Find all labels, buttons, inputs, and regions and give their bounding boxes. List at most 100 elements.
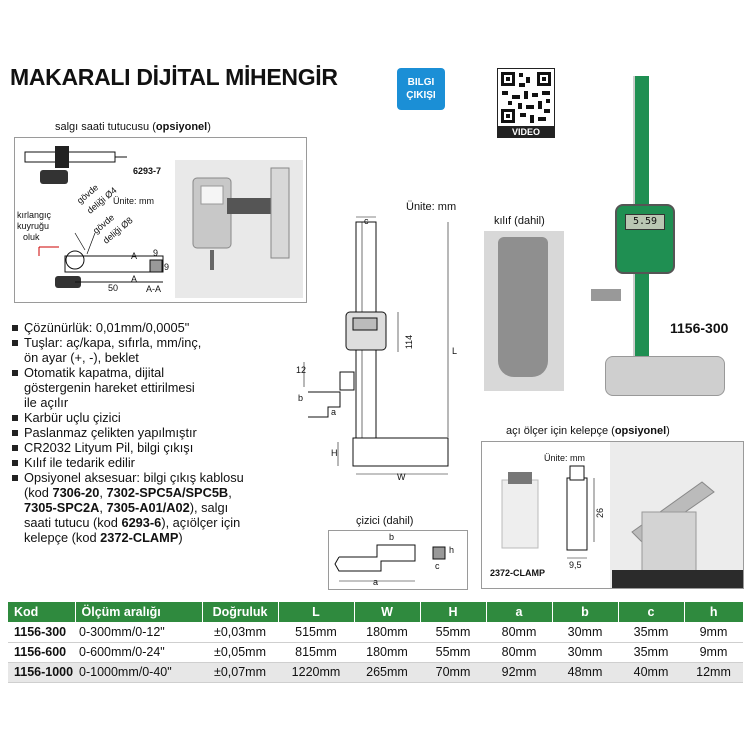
- table-row: 1156-1000 0-1000mm/0-40" ±0,07mm 1220mm …: [8, 662, 743, 683]
- feature-text: Kılıf ile tedarik edilir: [24, 455, 135, 470]
- table-cell: 35mm: [618, 622, 684, 643]
- caption-optional: opsiyonel: [155, 121, 208, 133]
- accessory-text: (kod: [24, 485, 53, 500]
- feature-text: Otomatik kapatma, dijital: [24, 365, 165, 380]
- gauge-display-unit: 5.59: [615, 204, 675, 274]
- caption-text: ): [207, 121, 211, 133]
- table-header-row: Kod Ölçüm aralığı Doğruluk L W H a b c h: [8, 602, 743, 622]
- table-cell: 180mm: [354, 642, 420, 663]
- data-output-badge: BILGI ÇIKIŞI: [397, 68, 445, 110]
- table-cell: 515mm: [278, 622, 354, 643]
- accessory-code: 7306-20: [52, 485, 100, 500]
- accessory-text: kelepçe (kod: [24, 530, 101, 545]
- scriber-dim-a: a: [373, 577, 379, 587]
- qr-code-icon[interactable]: [497, 68, 555, 128]
- accessory-line-3: 7305-SPC2A, 7305-A01/A02), salgı: [24, 500, 308, 515]
- model-number: 1156-300: [670, 320, 729, 336]
- table-row: 1156-600 0-600mm/0-24" ±0,05mm 815mm 180…: [8, 642, 743, 663]
- scriber-dim-h: h: [449, 545, 455, 555]
- col-header: a: [486, 602, 553, 622]
- table-row: 1156-300 0-300mm/0-12" ±0,03mm 515mm 180…: [8, 622, 743, 643]
- video-label: VIDEO: [497, 126, 555, 138]
- col-header: b: [552, 602, 619, 622]
- accessory-text: ), salgı: [189, 500, 229, 515]
- spec-table: Kod Ölçüm aralığı Doğruluk L W H a b c h…: [8, 602, 743, 683]
- feature-item: Karbür uçlu çizici: [10, 410, 308, 425]
- height-gauge-drawing: [303, 216, 449, 475]
- clamp-unit: Ünite: mm: [544, 453, 586, 463]
- feature-text: Çözünürlük: 0,01mm/0,0005": [24, 320, 190, 335]
- accessory-text: Opsiyonel aksesuar: bilgi çıkış kablosu: [24, 470, 244, 485]
- feature-item: Çözünürlük: 0,01mm/0,0005": [10, 320, 308, 335]
- table-cell: 180mm: [354, 622, 420, 643]
- col-header: Doğruluk: [202, 602, 279, 622]
- col-header: H: [420, 602, 487, 622]
- accessory-code: 7302-SPC5A/SPC5B: [106, 485, 229, 500]
- dim-a: a: [331, 407, 337, 417]
- accessory-code: 7305-A01/A02: [106, 500, 190, 515]
- dim-c: c: [364, 216, 369, 226]
- table-cell: 1156-1000: [8, 662, 75, 683]
- accessory-text: ,: [99, 485, 107, 500]
- section-a-bottom: A: [131, 274, 138, 284]
- table-cell: 35mm: [618, 642, 684, 663]
- dim-W: W: [397, 472, 406, 482]
- product-photo: 5.59: [585, 74, 745, 409]
- dim-9b: 9: [164, 262, 170, 272]
- feature-text: Karbür uçlu çizici: [24, 410, 121, 425]
- gauge-base: [605, 356, 725, 396]
- caption-text: salgı saati tutucusu (: [55, 121, 156, 133]
- scriber-label: çizici (dahil): [356, 515, 414, 527]
- case-label: kılıf (dahil): [494, 215, 545, 227]
- table-cell: 55mm: [420, 622, 486, 643]
- label-dovetail-1: kırlangıç: [17, 210, 52, 220]
- scriber-dim-c: c: [435, 561, 440, 571]
- dim-9a: 9: [153, 248, 159, 258]
- dim-L: L: [452, 346, 458, 356]
- table-cell: ±0,03mm: [202, 622, 278, 643]
- col-header: W: [354, 602, 421, 622]
- page-title: MAKARALI DİJİTAL MİHENGİR: [10, 64, 338, 90]
- caption-optional: opsiyonel: [614, 425, 667, 437]
- badge-line1: BILGI: [407, 77, 435, 88]
- col-header: c: [618, 602, 685, 622]
- label-dovetail-2: kuyruğu: [17, 221, 50, 231]
- col-header: Ölçüm aralığı: [75, 602, 203, 622]
- feature-item: Paslanmaz çelikten yapılmıştır: [10, 425, 308, 440]
- accessory-text: ), açıölçer için: [161, 515, 241, 530]
- dim-12: 12: [296, 365, 307, 375]
- feature-item-accessories: Opsiyonel aksesuar: bilgi çıkış kablosu …: [10, 470, 308, 545]
- table-cell: ±0,05mm: [202, 642, 278, 663]
- table-cell: 9mm: [684, 622, 743, 643]
- dim-114: 114: [404, 334, 415, 350]
- feature-item: CR2032 Lityum Pil, bilgi çıkışı: [10, 440, 308, 455]
- caption-text: açı ölçer için kelepçe (: [506, 425, 615, 437]
- feature-text: Tuşlar: aç/kapa, sıfırla, mm/inç,: [24, 335, 202, 350]
- scriber-panel: a b h c: [328, 530, 468, 590]
- gauge-display: 5.59: [625, 214, 665, 230]
- clamp-dim-95: 9,5: [569, 560, 582, 570]
- table-cell: 70mm: [420, 662, 486, 683]
- table-cell: 48mm: [552, 662, 618, 683]
- feature-text: ön ayar (+, -), beklet: [24, 350, 139, 365]
- table-cell: 80mm: [486, 622, 552, 643]
- badge-line2: ÇIKIŞI: [406, 90, 436, 101]
- table-cell: 40mm: [618, 662, 684, 683]
- dim-50: 50: [108, 283, 119, 293]
- label-dovetail-3: oluk: [23, 232, 40, 242]
- table-cell: 265mm: [354, 662, 420, 683]
- section-a-top: A: [131, 251, 138, 261]
- clamp-panel: Ünite: mm 2372-CLAMP 26 9,5: [481, 441, 744, 589]
- table-cell: 55mm: [420, 642, 486, 663]
- feature-text: CR2032 Lityum Pil, bilgi çıkışı: [24, 440, 194, 455]
- col-header: Kod: [8, 602, 76, 622]
- scriber-dim-b: b: [389, 532, 395, 542]
- accessory-text: ,: [228, 485, 232, 500]
- caption-text: ): [666, 425, 670, 437]
- clamp-code: 2372-CLAMP: [490, 568, 546, 578]
- accessory-text: ,: [99, 500, 107, 515]
- accessory-text: saati tutucu (kod: [24, 515, 122, 530]
- feature-item: Tuşlar: aç/kapa, sıfırla, mm/inç,ön ayar…: [10, 335, 308, 365]
- accessory-line-2: (kod 7306-20, 7302-SPC5A/SPC5B,: [24, 485, 308, 500]
- clamp-dim-26: 26: [595, 507, 606, 519]
